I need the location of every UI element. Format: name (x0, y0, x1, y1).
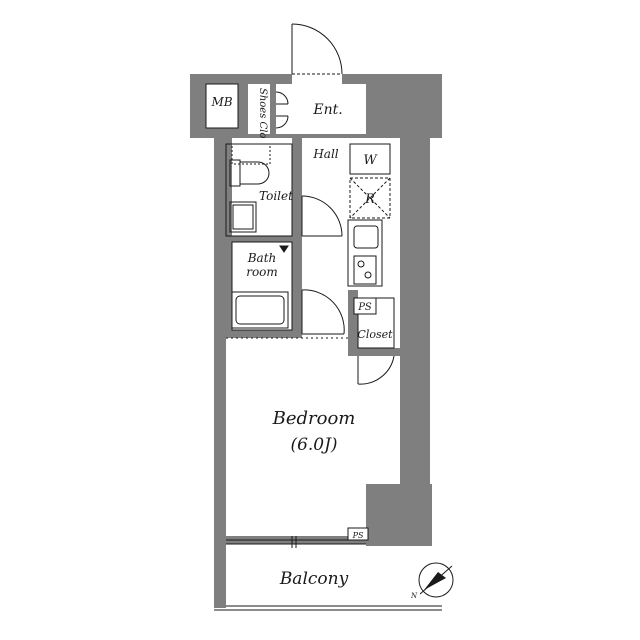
bedroom-label: Bedroom (272, 408, 356, 429)
pipe-space-upper-label: PS (357, 302, 372, 313)
kitchen-counter (347, 219, 383, 287)
bedroom-size-label: (6.0J) (290, 435, 337, 455)
bath-label-line2: room (246, 265, 278, 279)
shoes-closet-label: Shoes Clo (257, 88, 268, 138)
stove (353, 255, 377, 285)
balcony-label: Balcony (279, 569, 349, 589)
toilet-fixture (229, 159, 270, 187)
refrigerator-label: R (364, 192, 375, 207)
hall-label: Hall (312, 147, 338, 161)
toilet-label: Toilet (259, 189, 293, 203)
pipe-space-lower-label: PS (352, 531, 364, 540)
fixtures (214, 143, 442, 611)
toilet-sink (229, 201, 257, 233)
bathtub (231, 291, 289, 329)
north-label: N (410, 592, 418, 600)
mb-label: MB (210, 95, 232, 109)
pipe-space-boxes (347, 297, 377, 541)
refrigerator-space (349, 177, 391, 219)
kitchen-sink (353, 225, 379, 249)
doors (226, 23, 395, 548)
washer-space (349, 143, 391, 175)
entrance-label: Ent. (312, 102, 342, 118)
washer-label: W (363, 153, 378, 168)
north-arrow-icon: N (410, 562, 454, 600)
closet-label: Closet (357, 328, 393, 341)
bath-label-line1: Bath (247, 251, 277, 265)
